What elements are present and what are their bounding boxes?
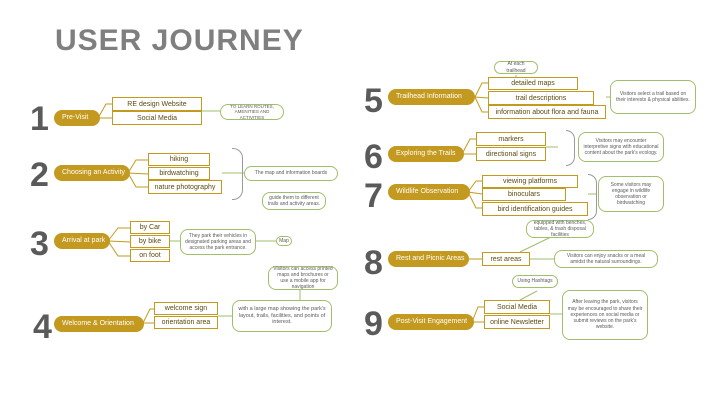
stage-6-number: 6 (364, 138, 383, 176)
stage-2-number: 2 (30, 156, 49, 194)
item-redesign-website: RE design Website (112, 97, 202, 111)
item-directional-signs: directional signs (476, 147, 546, 161)
stage-9-number: 9 (364, 305, 383, 343)
item-detailed-maps: detailed maps (488, 77, 578, 90)
stage-pre-visit: Pre-Visit (54, 110, 100, 126)
note-each-trailhead: At each trailhead (494, 61, 538, 74)
note-benches-tables: equipped with benches, tables, & trash d… (526, 220, 594, 238)
item-flora-fauna-info: information about flora and fauna (488, 105, 606, 119)
item-social-media: Social Media (112, 111, 202, 125)
item-orientation-area: orientation area (154, 316, 218, 329)
item-binoculars: binoculars (482, 188, 566, 201)
note-select-trail: Visitors select a trail based on their i… (610, 80, 696, 114)
item-social-media-post: Social Media (484, 300, 550, 314)
item-hiking: hiking (148, 153, 210, 166)
note-share-experiences: After leaving the park, visitors may be … (562, 290, 648, 340)
item-birdwatching: birdwatching (148, 167, 210, 180)
item-nature-photography: nature photography (148, 180, 222, 194)
note-large-map: with a large map showing the park's layo… (232, 300, 332, 332)
item-welcome-sign: welcome sign (154, 302, 218, 315)
item-trail-descriptions: trail descriptions (488, 91, 594, 105)
stage-choosing-activity: Choosing an Activity (54, 165, 130, 181)
brace-stage-2 (232, 148, 243, 200)
page-title: USER JOURNEY (55, 24, 304, 57)
note-printed-maps: Visitors can access printed maps and bro… (268, 266, 338, 290)
item-online-newsletter: online Newsletter (484, 315, 550, 329)
stage-3-number: 3 (30, 225, 49, 263)
item-bird-id-guides: bird identification guides (482, 202, 588, 216)
note-map-boards: The map and information boards (244, 166, 338, 181)
stage-5-number: 5 (364, 82, 383, 120)
note-wildlife-observe: Some visitors may engage in wildlife obs… (598, 176, 664, 212)
stage-arrival: Arrival at park (54, 233, 110, 249)
item-by-bike: by bike (130, 235, 170, 248)
stage-1-number: 1 (30, 100, 49, 138)
item-markers: markers (476, 132, 546, 146)
note-interpretive-signs: Visitors may encounter interpretive sign… (578, 132, 664, 162)
note-using-hashtags: Using Hashtags (512, 275, 558, 288)
brace-stage-6 (566, 130, 575, 166)
brace-stage-7 (588, 174, 597, 220)
stage-rest-picnic: Rest and Picnic Areas (388, 251, 469, 267)
item-on-foot: on foot (130, 249, 170, 262)
item-viewing-platforms: viewing platforms (482, 175, 578, 188)
stage-4-number: 4 (33, 308, 52, 346)
stage-exploring-trails: Exploring the Trails (388, 146, 464, 162)
stage-welcome-orientation: Welcome & Orientation (54, 316, 144, 332)
stage-8-number: 8 (364, 244, 383, 282)
item-by-car: by Car (130, 221, 170, 234)
note-learn-routes: TO LEARN ROUTES, AMENITIES AND ACTIVITIE… (220, 104, 284, 120)
stage-post-visit: Post-Visit Engagement (388, 314, 474, 330)
item-rest-areas: rest areas (482, 252, 530, 266)
note-map: Map (276, 236, 292, 246)
note-parking: They park their vehicles in designated p… (180, 229, 256, 255)
stage-wildlife-observation: Wildlife Observation (388, 184, 470, 200)
stage-7-number: 7 (364, 177, 383, 215)
note-guide-trails: guide them to different trails and activ… (262, 192, 326, 210)
note-snacks-meal: Visitors can enjoy snacks or a meal amid… (554, 250, 658, 268)
stage-trailhead-info: Trailhead Information (388, 89, 475, 105)
